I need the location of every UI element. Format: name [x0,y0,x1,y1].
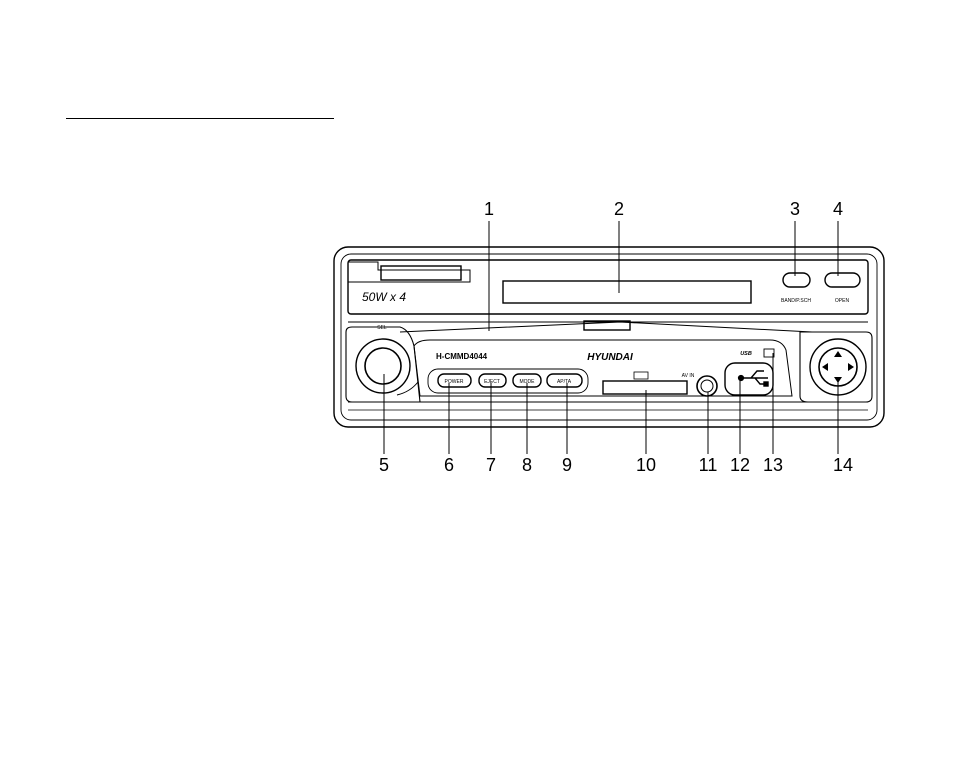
power-rating-label: 50W x 4 [362,290,406,304]
open-button [825,273,860,287]
usb-cover [725,363,773,395]
band-button [783,273,810,287]
open-label: OPEN [835,298,850,304]
sel-knob-ring [356,339,410,393]
band-label: BAND/P.SCH [781,298,811,304]
brand-logo: HYUNDAI [587,352,633,363]
ap-ta-button-label: AP/TA [557,379,572,385]
sel-label: SEL [377,325,387,331]
usb-label: USB [740,351,752,357]
sel-knob [365,348,401,384]
power-button-label: POWER [445,379,464,385]
mode-button-label: MODE [520,379,536,385]
top-slot [381,266,461,280]
eject-button-label: EJECT [484,379,500,385]
av-in-label: AV IN [682,373,695,379]
model-label: H-CMMD4044 [436,352,488,361]
card-slot [603,381,687,394]
display-window [503,281,751,303]
av-in-jack [697,376,717,396]
